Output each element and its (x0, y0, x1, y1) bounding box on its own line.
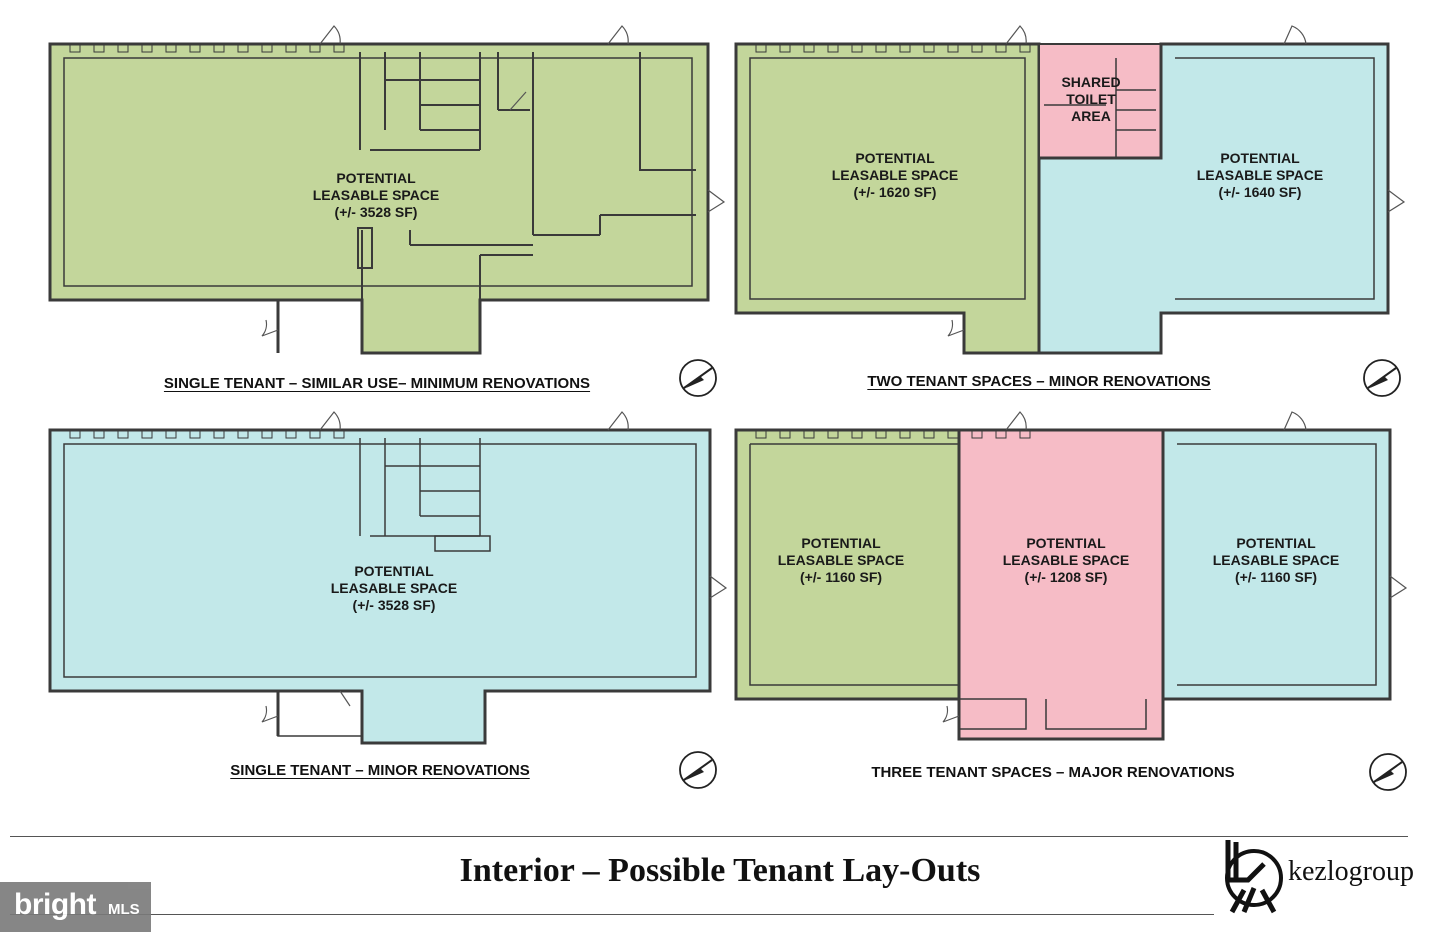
wall-pier (165, 43, 177, 53)
wall-pier (213, 429, 225, 439)
wall-pier (947, 43, 959, 53)
wall-pier (285, 43, 297, 53)
floor-plan-2 (726, 25, 1416, 360)
wall-pier (309, 43, 321, 53)
wall-pier (971, 43, 983, 53)
wall-pier (141, 43, 153, 53)
wall-pier (189, 43, 201, 53)
wall-pier (923, 43, 935, 53)
wall-pier (875, 43, 887, 53)
floor-plan-4-drawing (734, 411, 1408, 741)
north-arrow-icon (679, 751, 717, 789)
wall-pier (213, 43, 225, 53)
floor-plan-3 (40, 411, 730, 746)
north-arrow-icon (679, 359, 717, 397)
wall-pier (755, 43, 767, 53)
kezlogroup-logo-icon (1225, 840, 1283, 914)
logo-text: kezlogroup (1288, 856, 1414, 887)
wall-pier (971, 429, 983, 439)
wall-pier (1019, 43, 1031, 53)
wall-pier (333, 43, 345, 53)
wall-pier (141, 429, 153, 439)
wall-pier (309, 429, 321, 439)
north-arrow-icon (1369, 753, 1407, 791)
wall-pier (285, 429, 297, 439)
north-arrow-icon (1363, 359, 1401, 397)
wall-pier (117, 43, 129, 53)
floor-plan-1 (40, 25, 730, 360)
wall-pier (69, 429, 81, 439)
wall-piers (69, 43, 345, 53)
wall-pier (69, 43, 81, 53)
floor-plan-3-drawing (48, 411, 728, 745)
wall-piers (755, 429, 1031, 439)
wall-pier (93, 43, 105, 53)
wall-pier (923, 429, 935, 439)
wall-pier (995, 43, 1007, 53)
floor-plan-4 (726, 411, 1416, 746)
plan-2-space-blue (1037, 42, 1390, 355)
watermark-suffix: MLS (108, 901, 140, 918)
watermark-brand: bright (14, 888, 96, 921)
wall-pier (875, 429, 887, 439)
wall-pier (827, 43, 839, 53)
plan-4-space-pink (957, 428, 1165, 741)
wall-pier (827, 429, 839, 439)
wall-pier (261, 429, 273, 439)
page-title: Interior – Possible Tenant Lay-Outs (459, 852, 981, 889)
wall-pier (899, 43, 911, 53)
wall-pier (899, 429, 911, 439)
wall-pier (189, 429, 201, 439)
wall-pier (851, 429, 863, 439)
plan-4-space-blue (1161, 428, 1392, 701)
plan-2-caption: TWO TENANT SPACES – MINOR RENOVATIONS (867, 373, 1211, 390)
wall-pier (803, 429, 815, 439)
wall-pier (803, 43, 815, 53)
wall-pier (93, 429, 105, 439)
floor-plan-1-drawing (48, 25, 726, 355)
wall-pier (237, 43, 249, 53)
wall-pier (165, 429, 177, 439)
plan-4-caption: THREE TENANT SPACES – MAJOR RENOVATIONS (871, 764, 1235, 781)
bright-mls-watermark: bright MLS (0, 882, 151, 932)
divider (10, 836, 1408, 837)
plan-1-caption: SINGLE TENANT – SIMILAR USE– MINIMUM REN… (163, 375, 591, 392)
plan-3-caption: SINGLE TENANT – MINOR RENOVATIONS (230, 762, 530, 779)
wall-pier (333, 429, 345, 439)
wall-pier (1019, 429, 1031, 439)
wall-piers (755, 43, 1031, 53)
wall-pier (237, 429, 249, 439)
wall-pier (117, 429, 129, 439)
wall-piers (69, 429, 345, 439)
wall-pier (261, 43, 273, 53)
wall-pier (947, 429, 959, 439)
wall-pier (851, 43, 863, 53)
divider (10, 914, 1214, 915)
wall-pier (779, 429, 791, 439)
floor-plan-2-drawing (734, 25, 1406, 355)
wall-pier (995, 429, 1007, 439)
wall-pier (779, 43, 791, 53)
wall-pier (755, 429, 767, 439)
